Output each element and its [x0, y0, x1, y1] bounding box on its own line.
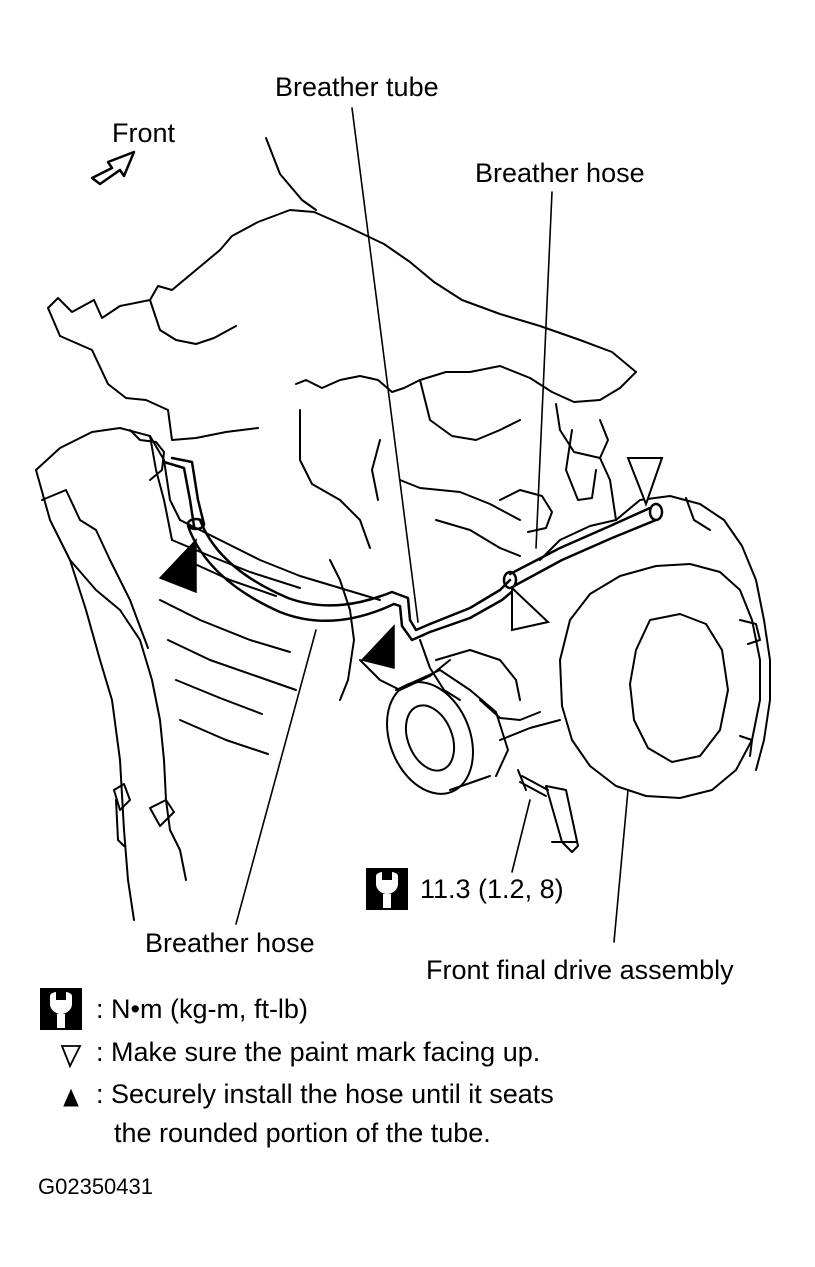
- torque-value-label: 11.3 (1.2, 8): [420, 874, 564, 904]
- engine-block-outline: [47, 137, 637, 557]
- breather-hose-right: [502, 502, 664, 590]
- final-drive-housing: [539, 457, 771, 799]
- legend-paint-mark: : Make sure the paint mark facing up.: [96, 1037, 541, 1067]
- breather-hose-left: [162, 456, 432, 642]
- transmission-housing: [35, 427, 187, 921]
- wrench-icon: [40, 988, 82, 1030]
- figure-code: G02350431: [38, 1174, 153, 1199]
- front-label: Front: [112, 118, 176, 148]
- drive-flange: [386, 669, 509, 795]
- legend-symbols: [60, 1045, 82, 1107]
- breather-tube: [428, 578, 516, 634]
- open-triangle-icon: [511, 457, 664, 632]
- final-drive-label: Front final drive assembly: [426, 955, 734, 985]
- breather-hose-top-label: Breather hose: [475, 158, 645, 188]
- legend-install-line1: : Securely install the hose until it sea…: [96, 1079, 554, 1109]
- legend-install-line2: the rounded portion of the tube.: [114, 1118, 491, 1148]
- legend-torque-unit: : N•m (kg-m, ft-lb): [96, 994, 308, 1024]
- breather-hose-bottom-label: Breather hose: [145, 928, 315, 958]
- center-structure: [159, 519, 561, 755]
- wrench-icon: [366, 868, 408, 910]
- front-arrow-icon: [90, 150, 136, 186]
- filled-triangle-icon: [158, 538, 395, 669]
- breather-tube-label: Breather tube: [275, 72, 439, 102]
- leader-lines: [235, 107, 629, 943]
- bolt-icon: [517, 769, 579, 853]
